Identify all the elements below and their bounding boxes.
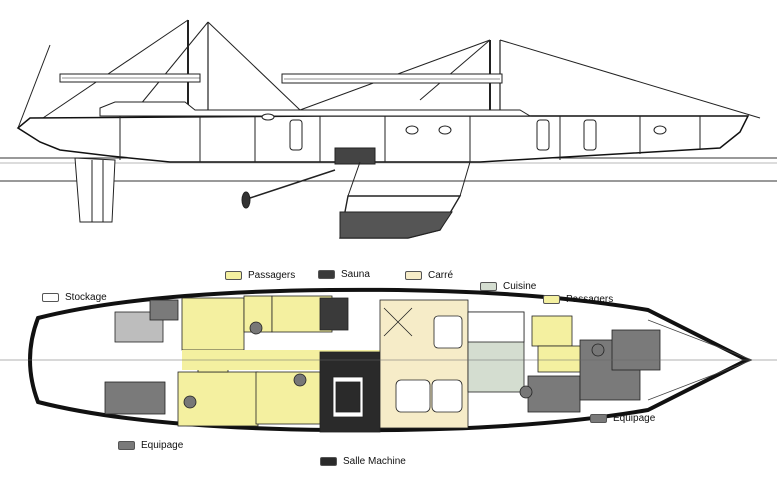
legend-swatch: [318, 270, 335, 279]
legend-swatch: [225, 271, 242, 280]
legend-swatch: [543, 295, 560, 304]
side-profile: [0, 19, 777, 239]
guest-cabin-1: [181, 297, 245, 351]
legend-label: Sauna: [341, 269, 370, 280]
engine: [334, 147, 376, 165]
legend-label: Equipage: [141, 440, 184, 451]
legend-label: Passagers: [248, 270, 296, 281]
crew-cabin-fwd-1: [527, 375, 581, 413]
legend-cuisine: Cuisine: [480, 281, 536, 292]
legend-stockage: Stockage: [42, 292, 107, 303]
legend-label: Carré: [428, 270, 454, 281]
legend-equipage-left: Equipage: [118, 440, 183, 451]
legend-salle-machine: Salle Machine: [320, 456, 406, 467]
legend-swatch: [405, 271, 422, 280]
sauna-room: [319, 297, 349, 331]
deck-plan: [0, 287, 777, 433]
legend-swatch: [42, 293, 59, 302]
guest-cabin-fwd-1: [531, 315, 573, 347]
legend-swatch: [118, 441, 135, 450]
legend-equipage-right: Equipage: [590, 413, 655, 424]
legend-label: Equipage: [613, 413, 656, 424]
legend-swatch: [590, 414, 607, 423]
guest-cabin-5: [255, 371, 321, 425]
legend-carre: Carré: [405, 270, 453, 281]
crew-cabin-aft-port: [104, 381, 166, 415]
legend-swatch: [320, 457, 337, 466]
legend-sauna: Sauna: [318, 269, 370, 280]
legend-passagers-right: Passagers: [543, 294, 613, 305]
rudder: [74, 157, 116, 223]
legend-label: Salle Machine: [343, 456, 406, 467]
legend-swatch: [480, 282, 497, 291]
propeller: [241, 191, 251, 209]
legend-label: Passagers: [566, 294, 614, 305]
legend-passagers-top: Passagers: [225, 270, 295, 281]
legend-label: Cuisine: [503, 281, 537, 292]
legend-label: Stockage: [65, 292, 107, 303]
hull-profile: [16, 115, 750, 163]
